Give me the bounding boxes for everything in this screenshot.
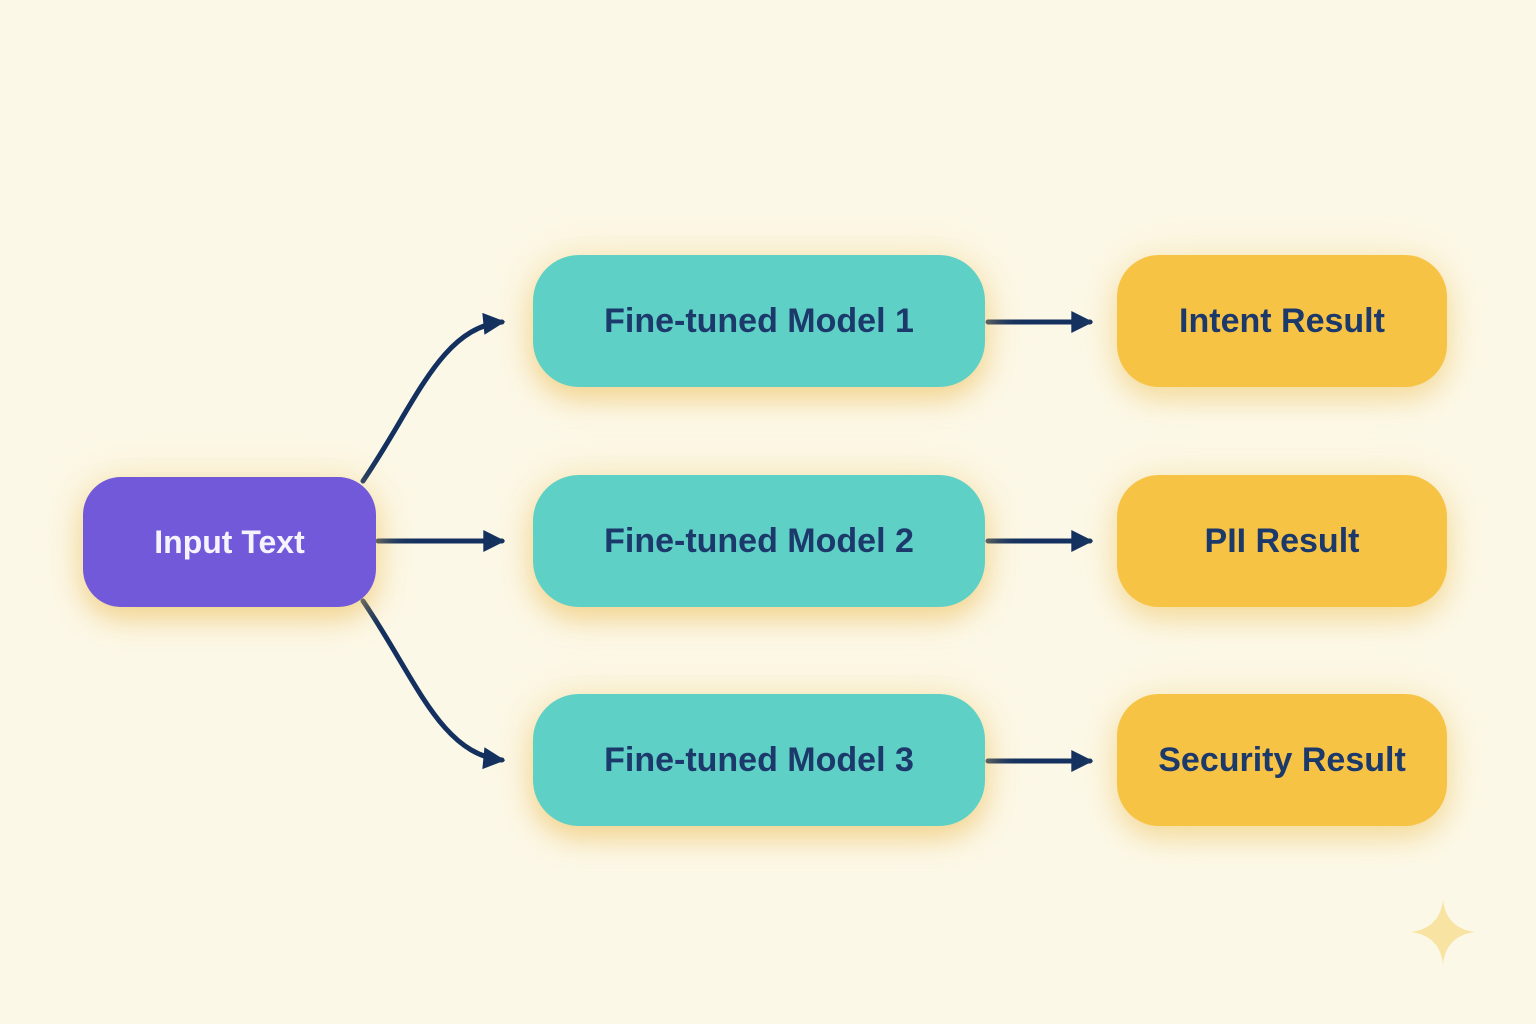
model-1-label: Fine-tuned Model 1 [604,301,914,340]
node-pii-result: PII Result [1117,475,1447,607]
node-fine-tuned-model-1: Fine-tuned Model 1 [533,255,985,387]
node-fine-tuned-model-2: Fine-tuned Model 2 [533,475,985,607]
security-result-label: Security Result [1158,740,1406,779]
node-fine-tuned-model-3: Fine-tuned Model 3 [533,694,985,826]
arrow-input-to-model3 [360,598,506,770]
node-security-result: Security Result [1117,694,1447,826]
pii-result-label: PII Result [1204,521,1360,560]
node-input-text: Input Text [83,477,376,607]
sparkle-icon [1410,899,1476,965]
input-node-label: Input Text [154,523,305,560]
node-intent-result: Intent Result [1117,255,1447,387]
arrow-input-to-model1 [360,312,506,484]
model-2-label: Fine-tuned Model 2 [604,521,914,560]
intent-result-label: Intent Result [1179,301,1385,340]
model-3-label: Fine-tuned Model 3 [604,740,914,779]
